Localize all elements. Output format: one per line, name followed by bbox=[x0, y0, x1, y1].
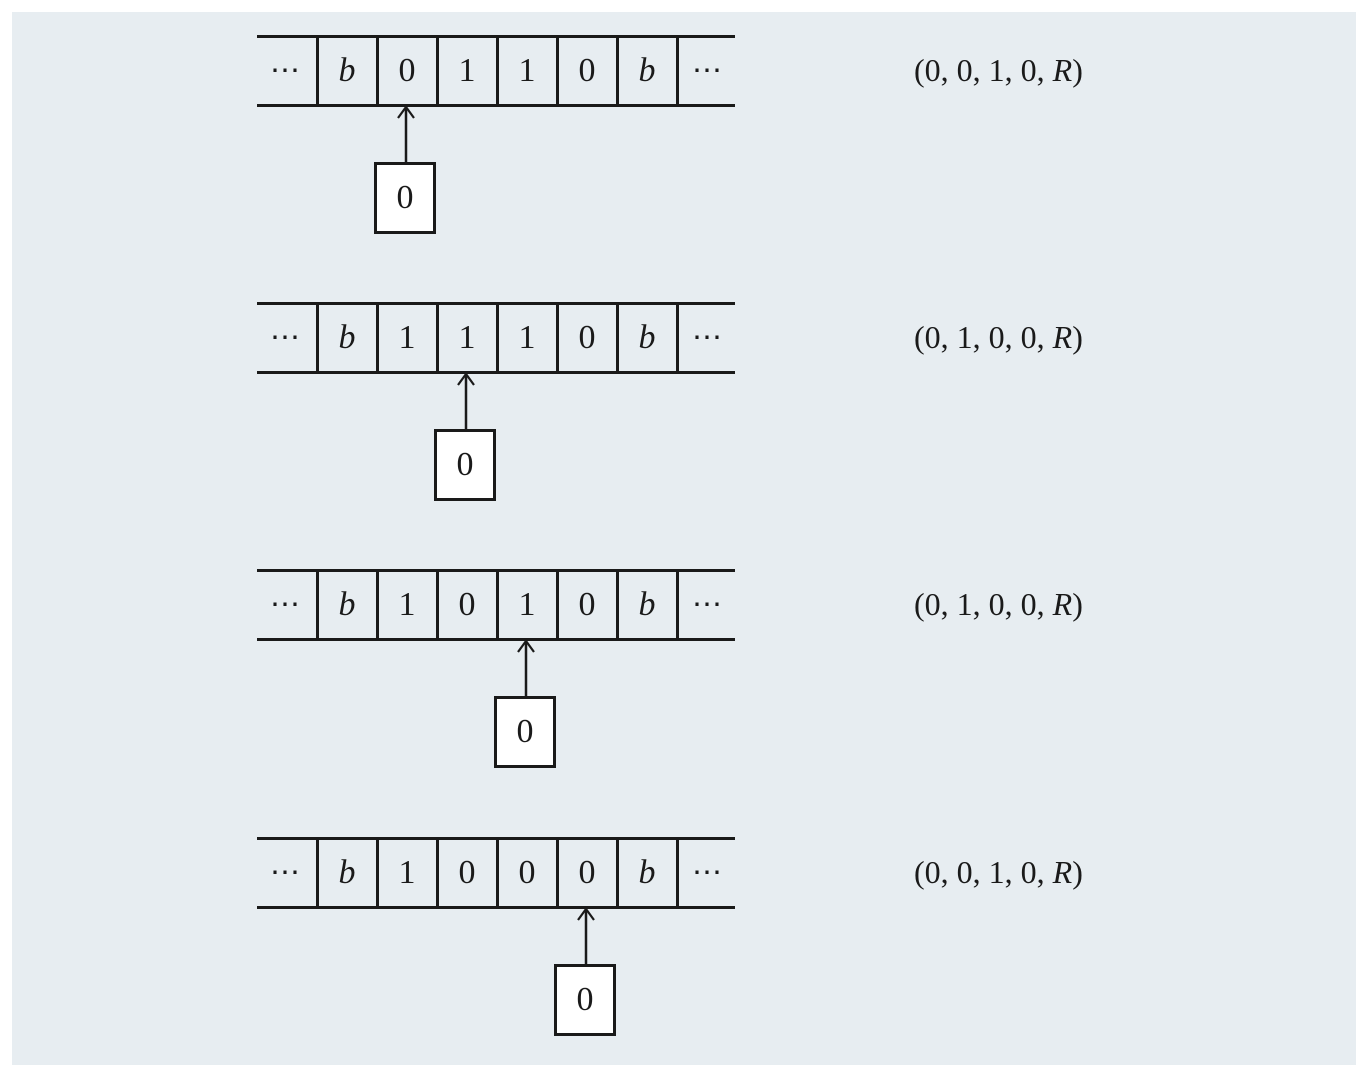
tape: ⋯ b 1 1 1 0 b ⋯ bbox=[257, 302, 735, 374]
tape: ⋯ b 1 0 0 0 b ⋯ bbox=[257, 837, 735, 909]
cell-divider bbox=[616, 840, 619, 906]
tape-cell: 1 bbox=[518, 319, 536, 356]
cell-divider bbox=[376, 840, 379, 906]
cell-divider bbox=[556, 572, 559, 638]
tape-cell: b bbox=[638, 319, 656, 356]
instruction-values: (0, 1, 0, 0, bbox=[914, 319, 1053, 355]
tape-cell: 1 bbox=[398, 319, 416, 356]
instruction-close-paren: ) bbox=[1072, 854, 1083, 890]
tape-ellipsis: ⋯ bbox=[270, 321, 300, 354]
cell-divider bbox=[376, 38, 379, 104]
instruction-values: (0, 0, 1, 0, bbox=[914, 854, 1053, 890]
tape-cell: 1 bbox=[458, 319, 476, 356]
tape-ellipsis: ⋯ bbox=[692, 588, 722, 621]
machine-head-state: 0 bbox=[494, 696, 556, 768]
machine-head-state: 0 bbox=[554, 964, 616, 1036]
tape-cell: b bbox=[338, 586, 356, 623]
cell-divider bbox=[316, 38, 319, 104]
tape-cell: 0 bbox=[458, 586, 476, 623]
tape-cell: 0 bbox=[398, 52, 416, 89]
cell-divider bbox=[496, 305, 499, 371]
instruction-quintuple: (0, 0, 1, 0, R) bbox=[914, 837, 1083, 909]
machine-stage: ⋯ b 1 1 1 0 b ⋯ 0 (0, 1, 0, 0, R) bbox=[0, 302, 1364, 542]
tape: ⋯ b 1 0 1 0 b ⋯ bbox=[257, 569, 735, 641]
tape-ellipsis: ⋯ bbox=[270, 856, 300, 889]
tape-cell: 0 bbox=[518, 854, 536, 891]
cell-divider bbox=[436, 38, 439, 104]
tape-cell: 1 bbox=[518, 52, 536, 89]
tape-ellipsis: ⋯ bbox=[692, 856, 722, 889]
tape-cell: 0 bbox=[578, 854, 596, 891]
instruction-direction: R bbox=[1052, 586, 1073, 622]
tape-cell: b bbox=[338, 52, 356, 89]
tape-ellipsis: ⋯ bbox=[270, 54, 300, 87]
cell-divider bbox=[556, 840, 559, 906]
read-head-arrow-icon bbox=[517, 639, 535, 696]
instruction-quintuple: (0, 1, 0, 0, R) bbox=[914, 302, 1083, 374]
instruction-direction: R bbox=[1052, 319, 1073, 355]
cell-divider bbox=[436, 572, 439, 638]
machine-stage: ⋯ b 0 1 1 0 b ⋯ 0 (0, 0, 1, 0, R) bbox=[0, 35, 1364, 275]
tape-ellipsis: ⋯ bbox=[692, 54, 722, 87]
tape-cell: 0 bbox=[458, 854, 476, 891]
instruction-direction: R bbox=[1052, 52, 1073, 88]
tape-cell: 0 bbox=[578, 52, 596, 89]
instruction-close-paren: ) bbox=[1072, 586, 1083, 622]
cell-divider bbox=[316, 840, 319, 906]
cell-divider bbox=[316, 572, 319, 638]
cell-divider bbox=[676, 305, 679, 371]
cell-divider bbox=[676, 840, 679, 906]
tape: ⋯ b 0 1 1 0 b ⋯ bbox=[257, 35, 735, 107]
cell-divider bbox=[436, 840, 439, 906]
read-head-arrow-icon bbox=[457, 372, 475, 429]
tape-ellipsis: ⋯ bbox=[270, 588, 300, 621]
read-head-arrow-icon bbox=[397, 105, 415, 162]
machine-stage: ⋯ b 1 0 0 0 b ⋯ 0 (0, 0, 1, 0, R) bbox=[0, 837, 1364, 1077]
tape-cell: b bbox=[338, 854, 356, 891]
cell-divider bbox=[376, 305, 379, 371]
instruction-close-paren: ) bbox=[1072, 52, 1083, 88]
cell-divider bbox=[676, 38, 679, 104]
cell-divider bbox=[616, 38, 619, 104]
cell-divider bbox=[496, 572, 499, 638]
instruction-close-paren: ) bbox=[1072, 319, 1083, 355]
cell-divider bbox=[496, 38, 499, 104]
cell-divider bbox=[616, 305, 619, 371]
machine-stage: ⋯ b 1 0 1 0 b ⋯ 0 (0, 1, 0, 0, R) bbox=[0, 569, 1364, 809]
machine-head-state: 0 bbox=[434, 429, 496, 501]
cell-divider bbox=[556, 38, 559, 104]
tape-cell: 1 bbox=[398, 586, 416, 623]
cell-divider bbox=[436, 305, 439, 371]
instruction-quintuple: (0, 1, 0, 0, R) bbox=[914, 569, 1083, 641]
tape-cell: 1 bbox=[458, 52, 476, 89]
cell-divider bbox=[376, 572, 379, 638]
tape-cell: b bbox=[638, 52, 656, 89]
cell-divider bbox=[616, 572, 619, 638]
cell-divider bbox=[676, 572, 679, 638]
instruction-quintuple: (0, 0, 1, 0, R) bbox=[914, 35, 1083, 107]
cell-divider bbox=[556, 305, 559, 371]
cell-divider bbox=[316, 305, 319, 371]
instruction-values: (0, 0, 1, 0, bbox=[914, 52, 1053, 88]
tape-cell: 0 bbox=[578, 586, 596, 623]
tape-cell: b bbox=[638, 854, 656, 891]
read-head-arrow-icon bbox=[577, 907, 595, 964]
diagram-panel bbox=[12, 12, 1356, 1065]
tape-cell: b bbox=[338, 319, 356, 356]
tape-ellipsis: ⋯ bbox=[692, 321, 722, 354]
tape-cell: 1 bbox=[518, 586, 536, 623]
cell-divider bbox=[496, 840, 499, 906]
machine-head-state: 0 bbox=[374, 162, 436, 234]
tape-cell: 1 bbox=[398, 854, 416, 891]
tape-cell: b bbox=[638, 586, 656, 623]
instruction-values: (0, 1, 0, 0, bbox=[914, 586, 1053, 622]
instruction-direction: R bbox=[1052, 854, 1073, 890]
tape-cell: 0 bbox=[578, 319, 596, 356]
